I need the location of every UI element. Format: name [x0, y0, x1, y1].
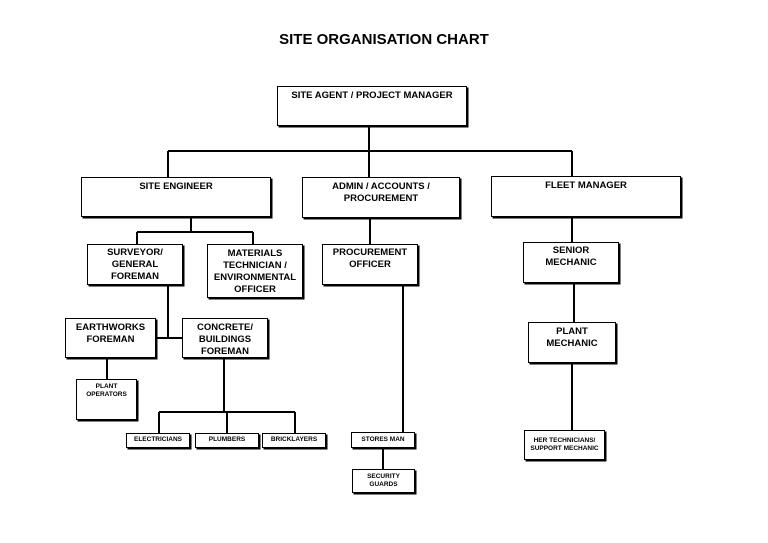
node-her-technicians-label: HER TECHNICIANS/ SUPPORT MECHANIC — [530, 436, 599, 452]
node-concrete: CONCRETE/ BUILDINGS FOREMAN — [182, 318, 268, 358]
node-earthworks: EARTHWORKS FOREMAN — [65, 318, 156, 358]
node-plant-mechanic: PLANT MECHANIC — [528, 322, 616, 363]
node-admin: ADMIN / ACCOUNTS / PROCUREMENT — [302, 177, 460, 218]
chart-title: SITE ORGANISATION CHART — [279, 31, 489, 48]
node-bricklayers: BRICKLAYERS — [262, 433, 326, 448]
node-site-agent-label: SITE AGENT / PROJECT MANAGER — [291, 90, 453, 101]
node-site-agent: SITE AGENT / PROJECT MANAGER — [277, 86, 467, 126]
node-fleet-manager: FLEET MANAGER — [491, 176, 681, 217]
node-concrete-label: CONCRETE/ BUILDINGS FOREMAN — [197, 322, 253, 357]
node-security-guards-label: SECURITY GUARDS — [367, 472, 400, 488]
node-plant-operators-label: PLANT OPERATORS — [86, 383, 127, 399]
node-senior-mechanic: SENIOR MECHANIC — [523, 242, 619, 283]
node-plumbers-label: PLUMBERS — [208, 436, 246, 444]
node-stores-man-label: STORES MAN — [361, 435, 405, 443]
node-fleet-manager-label: FLEET MANAGER — [545, 180, 627, 191]
node-site-engineer-label: SITE ENGINEER — [139, 181, 213, 192]
node-admin-label: ADMIN / ACCOUNTS / PROCUREMENT — [332, 181, 430, 204]
node-bricklayers-label: BRICKLAYERS — [270, 436, 318, 444]
node-security-guards: SECURITY GUARDS — [352, 469, 415, 493]
node-plumbers: PLUMBERS — [195, 433, 259, 448]
node-electricians: ELECTRICIANS — [126, 433, 190, 448]
node-plant-operators: PLANT OPERATORS — [76, 379, 137, 420]
node-surveyor-label: SURVEYOR/ GENERAL FOREMAN — [107, 247, 163, 282]
node-her-technicians: HER TECHNICIANS/ SUPPORT MECHANIC — [524, 430, 605, 460]
node-materials: MATERIALS TECHNICIAN / ENVIRONMENTAL OFF… — [207, 244, 303, 298]
node-site-engineer: SITE ENGINEER — [81, 177, 271, 217]
node-procurement-officer: PROCUREMENT OFFICER — [322, 244, 418, 285]
node-procurement-officer-label: PROCUREMENT OFFICER — [332, 247, 408, 270]
node-earthworks-label: EARTHWORKS FOREMAN — [75, 322, 146, 345]
node-electricians-label: ELECTRICIANS — [133, 436, 183, 444]
node-stores-man: STORES MAN — [351, 432, 415, 448]
node-materials-label: MATERIALS TECHNICIAN / ENVIRONMENTAL OFF… — [213, 248, 297, 295]
node-senior-mechanic-label: SENIOR MECHANIC — [545, 245, 597, 268]
node-plant-mechanic-label: PLANT MECHANIC — [546, 326, 598, 349]
node-surveyor: SURVEYOR/ GENERAL FOREMAN — [87, 244, 183, 285]
